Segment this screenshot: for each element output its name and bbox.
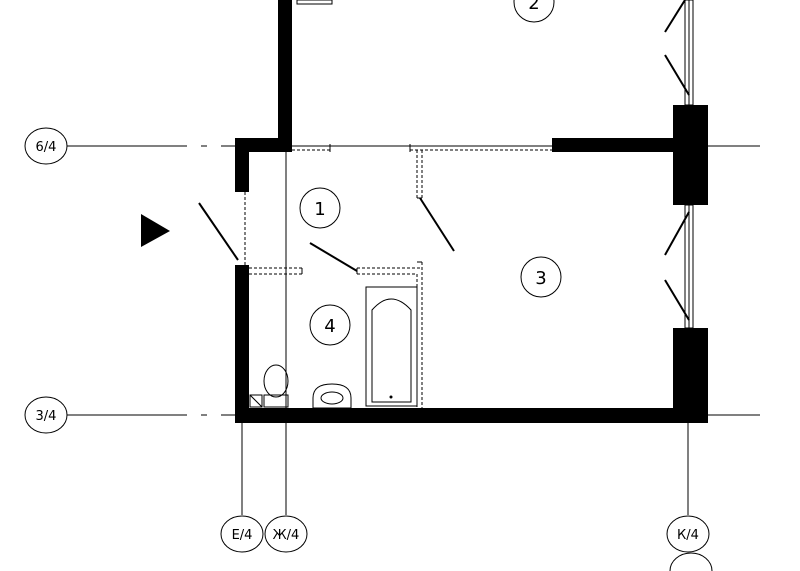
axis-label: 6/4: [36, 140, 57, 155]
axis-bubble-6-4: 6/4: [24, 127, 68, 165]
fixtures: [249, 0, 418, 409]
wall-segment: [235, 138, 249, 192]
room-number: 1: [314, 199, 325, 220]
room-label-2: 2: [513, 0, 555, 23]
axis-label: 3/4: [36, 409, 57, 424]
axis-bubble-zh-4: Ж/4: [264, 515, 308, 553]
axis-bubble-k-4: К/4: [666, 515, 710, 553]
wall-segment: [235, 138, 292, 152]
axis-label: Ж/4: [273, 528, 300, 543]
axis-bubble-e-4: Е/4: [220, 515, 264, 553]
wall-segment: [673, 328, 708, 423]
wall-segment: [235, 265, 249, 423]
wall-segment: [278, 0, 292, 152]
partitions: [244, 144, 552, 408]
entrance-arrow-icon: [141, 214, 170, 247]
room-label-4: 4: [309, 304, 351, 346]
wall-segment: [235, 408, 708, 423]
axis-lines: [67, 145, 760, 515]
room-number: 3: [535, 268, 546, 289]
room-number: 4: [324, 316, 335, 337]
meter-box: [296, 0, 333, 5]
axis-bubble-partial: [669, 552, 713, 571]
axis-label: К/4: [677, 528, 699, 543]
walls: [235, 0, 708, 423]
door-swing: [419, 197, 455, 252]
doors: [198, 197, 455, 272]
door-swing: [198, 202, 239, 261]
wall-segment: [673, 105, 708, 205]
toilet-icon: [249, 364, 289, 408]
sink-icon: [312, 383, 352, 409]
bathtub-icon: [365, 286, 418, 407]
door-swing: [309, 242, 358, 272]
windows: [664, 0, 694, 329]
room-number: 2: [528, 0, 539, 14]
axis-label: Е/4: [232, 528, 253, 543]
wall-segment: [552, 138, 678, 152]
room-label-3: 3: [520, 256, 562, 298]
room-label-1: 1: [299, 187, 341, 229]
axis-bubble-3-4: 3/4: [24, 396, 68, 434]
